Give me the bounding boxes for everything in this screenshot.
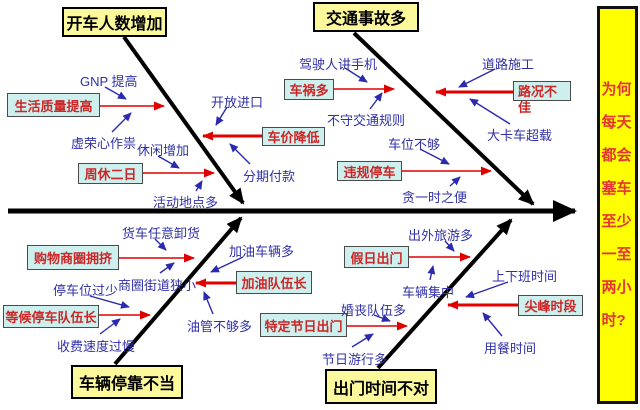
sub-arrow-bl-3-below [203,291,214,315]
sub-arrow-bl-2-below [99,318,121,335]
category-box-top-right: 交通事故多 [313,2,419,32]
cause-box-tl-1: 生活质量提高 [7,93,100,117]
category-box-bottom-right: 出门时间不对 [325,369,437,404]
sub-label-br-3-above: 上下班时间 [492,269,558,284]
problem-statement-text: 为何每天都会塞车至少一至两小时? [601,81,632,329]
sub-arrow-tr-1-above [344,67,368,83]
sub-arrow-tr-1-below [369,92,383,110]
sub-arrow-tl-1-above [104,86,127,100]
category-box-bottom-left: 车辆停靠不当 [71,365,183,399]
sub-label-br-2-above: 婚丧队伍多 [341,303,407,318]
sub-arrow-bl-2-above [89,295,130,309]
cause-box-br-3: 尖峰时段 [518,295,583,316]
cause-box-tr-3: 路况不佳 [513,81,571,115]
sub-label-br-3-below: 用餐时间 [484,341,537,356]
cause-box-bl-1: 购物商圈拥挤 [27,245,119,270]
cause-box-tl-3: 车价降低 [262,127,325,146]
cause-box-bl-2: 等候停车队伍长 [3,305,99,328]
branch-line-top-left [122,35,245,205]
sub-label-bl-3-below: 油管不够多 [187,319,253,334]
sub-label-tr-2-above: 车位不够 [388,137,441,152]
problem-statement-box: 为何每天都会塞车至少一至两小时? [597,6,638,404]
sub-label-tl-2-above: 休闲增加 [137,143,190,158]
cause-box-tr-1: 车祸多 [284,79,334,100]
sub-label-tr-2-below: 贪一时之便 [402,190,468,205]
sub-arrow-br-1-above [444,240,455,252]
sub-arrow-bl-1-above [154,238,167,251]
sub-arrow-br-2-below [351,333,374,348]
cause-box-br-1: 假日出门 [344,246,409,268]
sub-arrow-tl-3-above [215,106,228,126]
sub-label-bl-1-above: 货车任意卸货 [122,226,201,241]
sub-label-tl-3-above: 开放进口 [211,95,264,110]
sub-arrow-tl-2-above [157,155,180,169]
sub-label-tl-3-below: 分期付款 [243,169,296,184]
sub-arrow-br-3-below [482,312,503,337]
sub-label-tr-3-below: 大卡车超载 [487,128,553,143]
category-box-top-left: 开车人数增加 [62,7,167,37]
sub-label-bl-1-below: 商圈街道狭小 [118,278,197,293]
sub-label-tl-1-above: GNP 提高 [80,74,138,89]
sub-label-br-1-below: 车辆集中 [402,285,455,300]
sub-arrow-br-3-above [465,281,509,299]
cause-box-bl-3: 加油队伍长 [236,271,312,294]
sub-label-tr-1-below: 不守交通规则 [327,113,406,128]
sub-arrow-tr-3-below [469,98,511,125]
sub-label-tl-2-below: 活动地点多 [153,195,219,210]
sub-label-bl-2-below: 收费速度过慢 [57,339,136,354]
sub-arrow-tl-2-below [194,180,203,192]
sub-arrow-br-1-below [427,265,436,281]
sub-arrow-bl-3-above [210,256,244,273]
sub-arrow-tr-2-above [419,148,450,165]
sub-arrow-bl-1-below [159,262,175,274]
cause-box-br-2: 特定节日出门 [260,313,347,337]
sub-arrow-br-2-above [373,314,391,322]
sub-label-br-2-below: 节日游行多 [322,352,388,367]
sub-label-br-1-above: 出外旅游多 [408,228,474,243]
sub-label-bl-2-above: 停车位过少 [53,283,119,298]
sub-arrow-tl-3-below [229,143,251,165]
sub-arrow-tr-2-below [449,176,461,187]
sub-label-bl-3-above: 加油车辆多 [229,244,295,259]
sub-arrow-tl-1-below [111,112,132,133]
sub-label-tl-1-below: 虚荣心作祟 [71,136,137,151]
cause-box-tr-2: 违规停车 [337,161,402,181]
sub-label-tr-3-above: 道路施工 [482,57,535,72]
branch-line-bottom-right [376,218,513,370]
cause-box-tl-2: 周休二日 [78,163,143,184]
branch-line-top-right [352,31,535,206]
sub-arrow-tr-3-above [458,68,496,88]
branch-line-bottom-left [113,216,243,366]
sub-label-tr-1-above: 驾驶人讲手机 [299,57,378,72]
